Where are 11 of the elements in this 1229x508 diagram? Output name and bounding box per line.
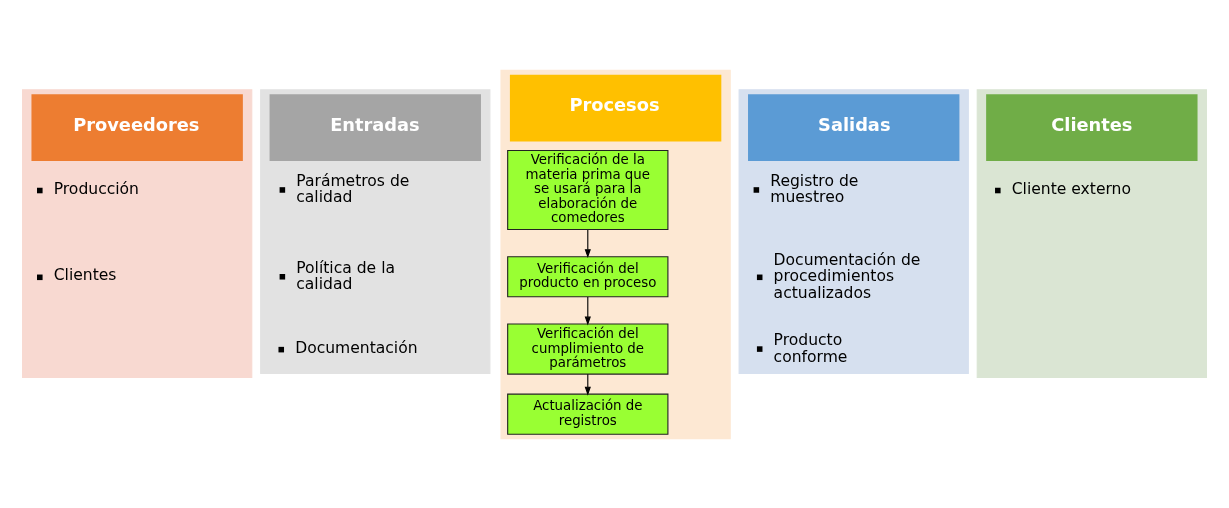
node-box: Clientes Cliente externo — [976, 88, 1207, 378]
node-box: Verificación de la materia prima que se usará para la elaboración de comedores — [507, 149, 669, 230]
arrow — [584, 228, 591, 258]
node-box: Verificación del producto en proceso — [507, 255, 669, 297]
node-box: Verificación del cumplimiento de parámetros — [507, 323, 669, 375]
node-box: Actualización de registros — [507, 393, 669, 435]
node-box: Salidas Registro de muestreo Documentación de procedimientos actualizados Producto conforme — [738, 88, 969, 374]
arrow — [584, 373, 591, 396]
node-box: Proveedores Producción Clientes — [22, 88, 253, 378]
node-box: Entradas Parámetros de calidad Política de la calidad Documentación — [260, 88, 491, 374]
arrow — [584, 295, 591, 325]
